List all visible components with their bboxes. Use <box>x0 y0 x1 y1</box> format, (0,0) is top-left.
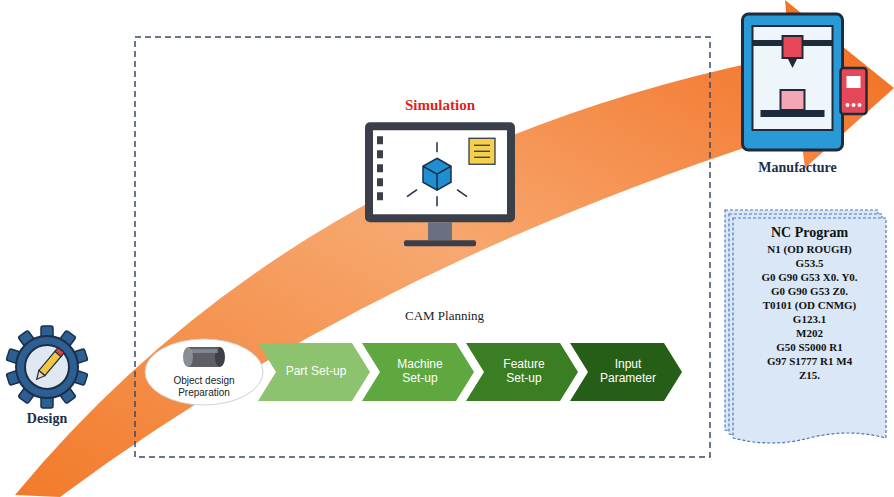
code-line: G123.1 <box>793 312 826 326</box>
node-label: Machine Set-up <box>388 358 452 386</box>
process-step: Feature Set-up <box>466 343 578 401</box>
chevron-shape <box>466 343 578 401</box>
node-label: Design <box>27 411 67 427</box>
chevron-shape <box>258 343 370 401</box>
chevron-shape <box>362 343 474 401</box>
gear-pencil-icon <box>6 326 88 408</box>
document-title: NC Program <box>771 226 848 240</box>
process-arrow-band <box>15 0 894 497</box>
code-line: G0 G90 G53 X0. Y0. <box>761 270 857 284</box>
group-title: CAM Planning <box>405 308 484 324</box>
code-line: N1 (OD ROUGH) <box>767 242 851 256</box>
object-preparation-step: Object design Preparation <box>145 343 263 401</box>
stacked-pages <box>725 210 886 443</box>
node-label: Part Set-up <box>286 365 347 379</box>
code-line: G50 S5000 R1 <box>776 340 843 354</box>
cam-region-frame <box>135 37 710 457</box>
code-line: M202 <box>796 326 823 340</box>
code-line: Z15. <box>799 368 820 382</box>
oval-shape <box>145 339 263 405</box>
cylinder-picture <box>183 347 225 367</box>
code-line: G0 G90 G53 Z0. <box>771 284 848 298</box>
design-icon-art <box>3 325 91 455</box>
code-line: T0101 (OD CNMG) <box>763 298 857 312</box>
manufacture-icon: Manufacture <box>730 10 865 192</box>
nc-program-document: NC Program N1 (OD ROUGH)G53.5G0 G90 G53 X… <box>723 208 888 448</box>
process-step: Machine Set-up <box>362 343 474 401</box>
simulation-icon-art <box>355 95 525 265</box>
code-line: G53.5 <box>796 256 824 270</box>
node-label: Input Parameter <box>596 358 660 386</box>
node-label: Object design Preparation <box>153 375 255 398</box>
monitor-icon <box>365 122 515 246</box>
simulation-icon: Simulation <box>355 95 525 265</box>
chevron-shape <box>570 343 682 401</box>
process-step: Part Set-up <box>258 343 370 401</box>
process-step: Input Parameter <box>570 343 682 401</box>
printer-icon <box>743 14 867 150</box>
node-label: Manufacture <box>758 160 836 176</box>
code-line: G97 S1777 R1 M4 <box>767 354 852 368</box>
node-label: Simulation <box>405 97 475 114</box>
node-label: Feature Set-up <box>492 358 556 386</box>
design-icon: Design <box>3 325 91 455</box>
